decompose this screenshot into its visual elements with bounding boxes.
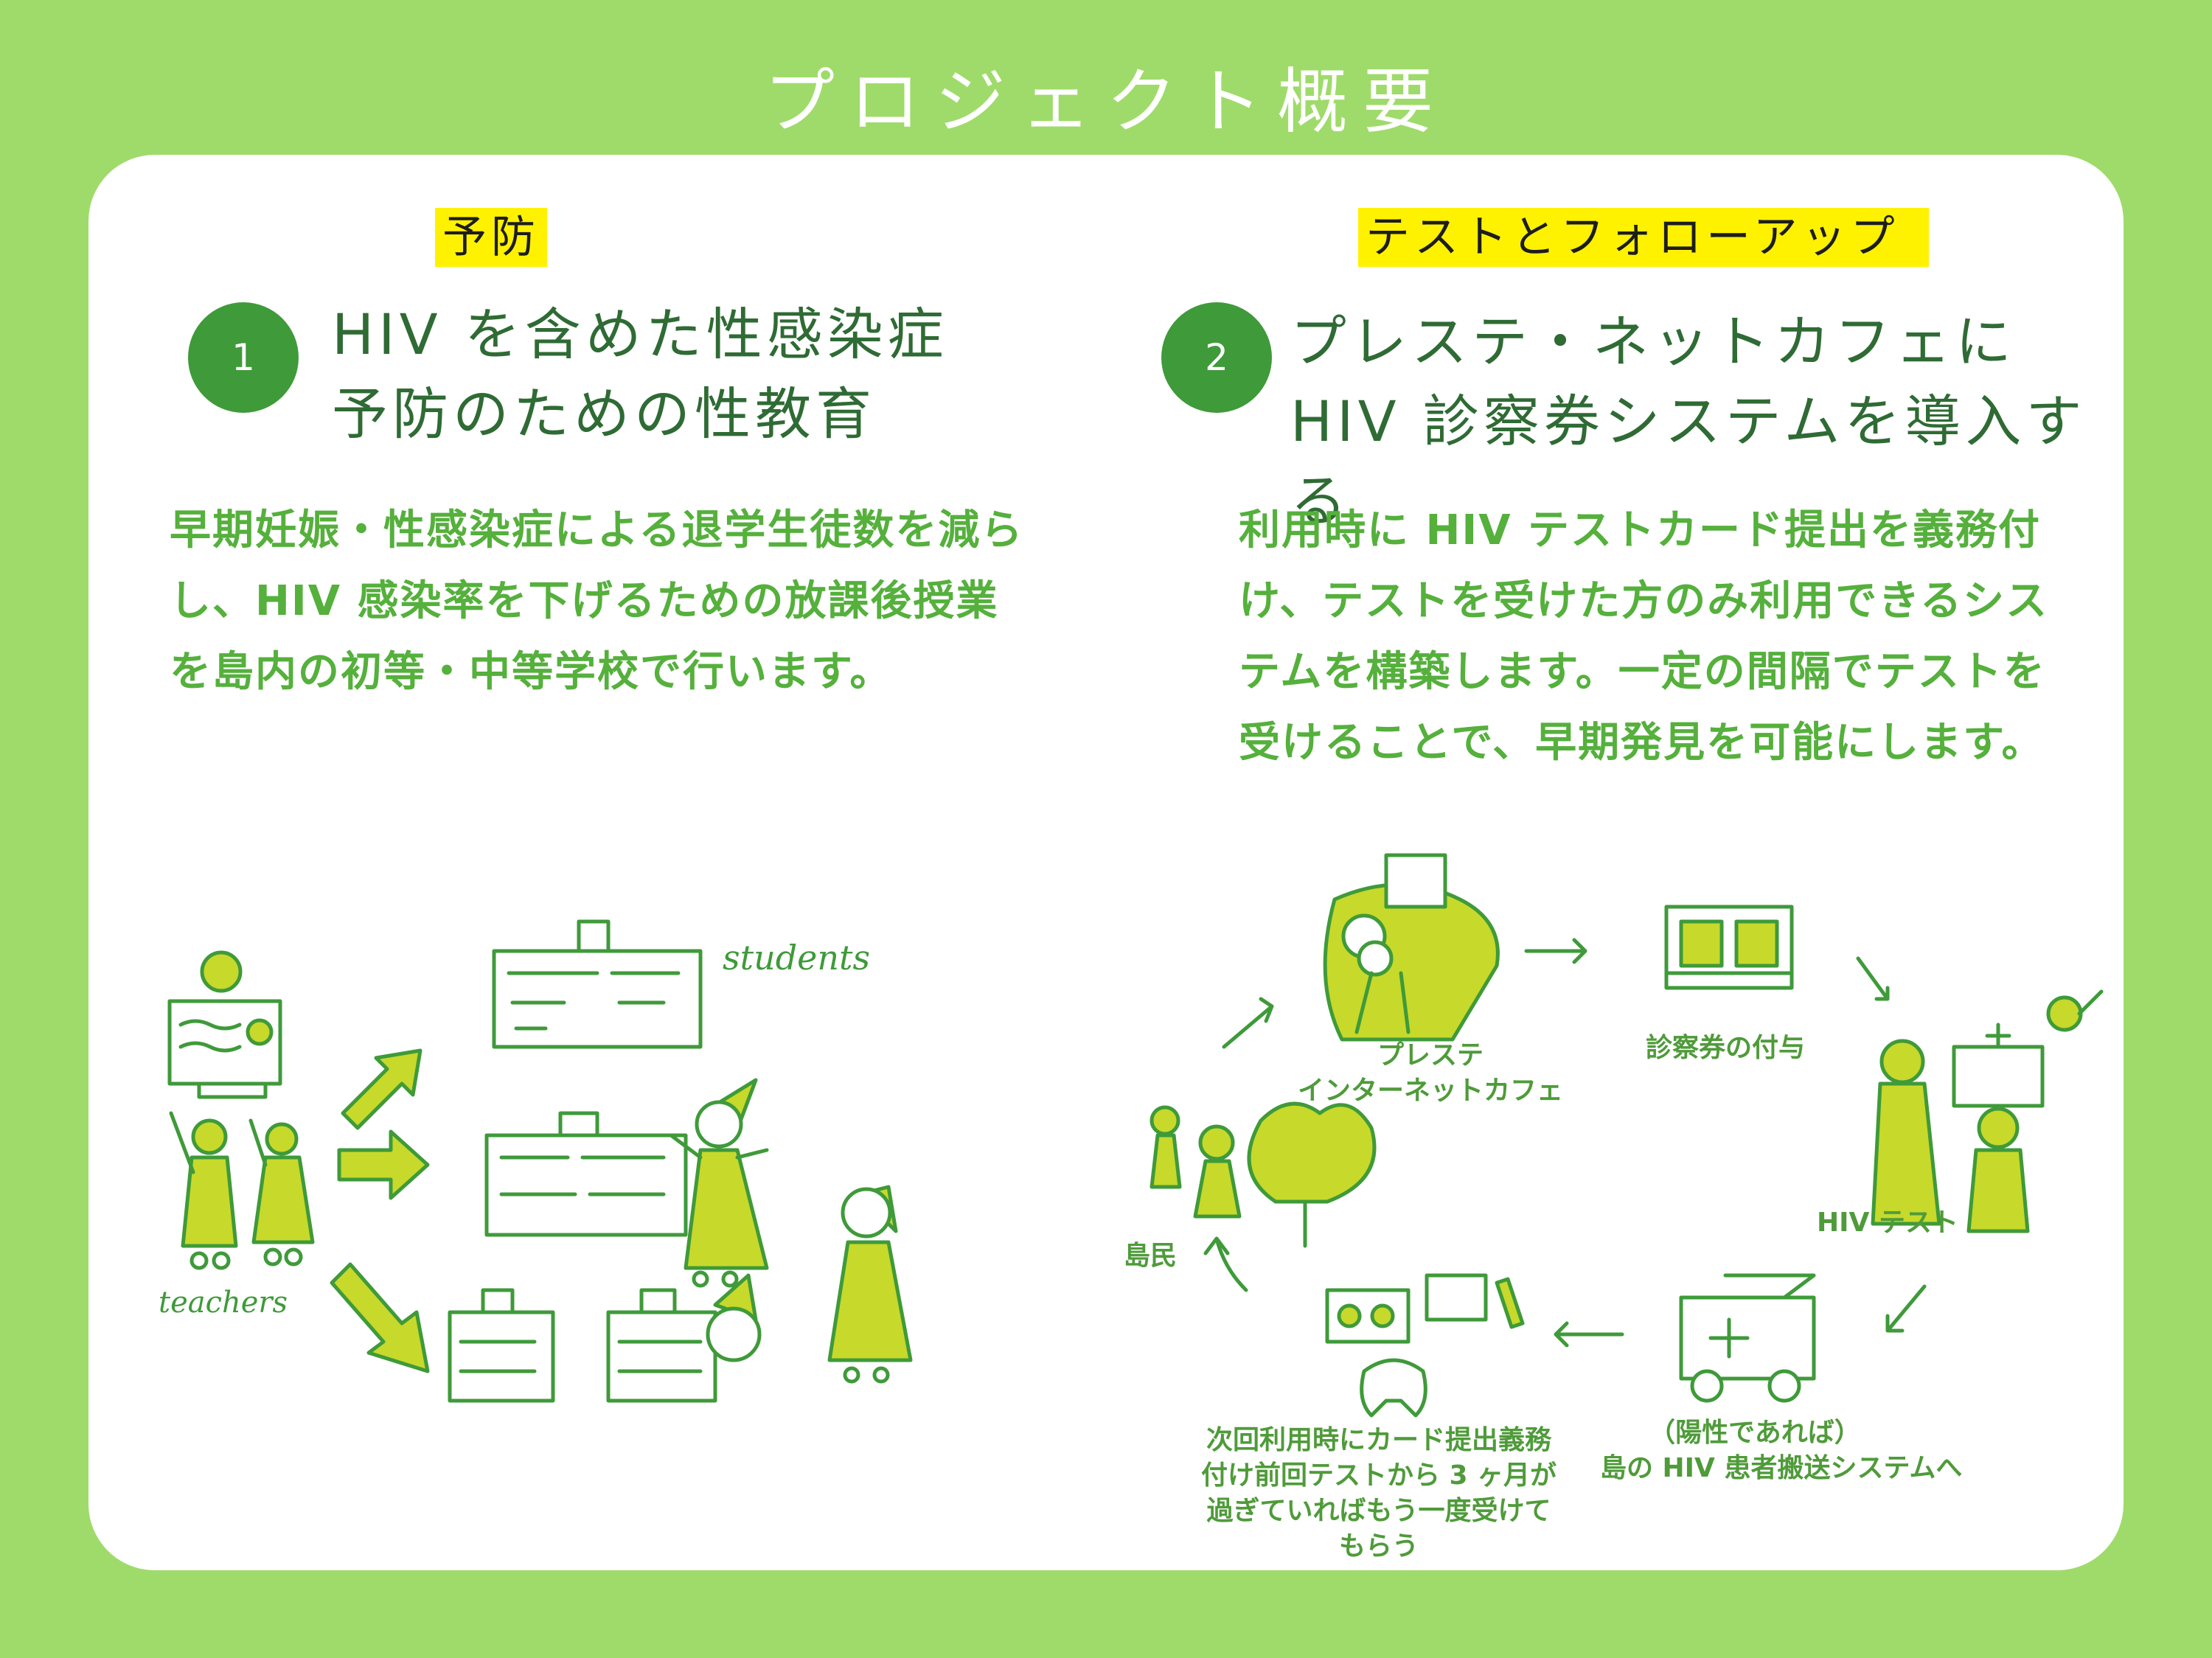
transport-label-line: （陽性であれば）: [1649, 1418, 1861, 1448]
step-2-description-line: け、テストを受けた方のみ利用できるシス: [1239, 577, 2049, 625]
classroom-screen-icon: [167, 950, 282, 1099]
step-1-heading-line: HIV を含めた性感染症: [332, 302, 948, 367]
prevention-tag: 予防: [435, 208, 547, 267]
cafe-label: プレステ インターネットカフェ: [1298, 1038, 1563, 1109]
testing-cycle-illustration: [1150, 853, 2104, 1418]
test-label: HIV テスト: [1806, 1205, 1969, 1241]
islanders-label-line: 島民: [1123, 1241, 1177, 1271]
step-2-heading-line: HIV 診察券システムを導入する: [1290, 389, 2087, 534]
transport-label-line: 島の HIV 患者搬送システムへ: [1600, 1453, 1963, 1483]
school-building-icon: [492, 919, 703, 1049]
step-2-description-line: 利用時に HIV テストカード提出を義務付: [1239, 506, 2042, 554]
cycle-arrow-icon: [1203, 1236, 1248, 1292]
next-visit-label-line: 過ぎていればもう一度受けて: [1206, 1496, 1551, 1526]
teachers-figures: [169, 1111, 315, 1270]
testing-tag: テストとフォローアップ: [1358, 208, 1929, 267]
cycle-arrow-icon: [1222, 997, 1274, 1049]
next-visit-label-line: 次回利用時にカード提出義務: [1206, 1425, 1551, 1455]
islanders-icon: [1150, 1101, 1377, 1248]
card-label: 診察券の付与: [1630, 1031, 1821, 1066]
cycle-arrow-icon: [1856, 956, 1890, 1001]
school-building-icon: [484, 1111, 688, 1237]
arrow-right-icon: [337, 1129, 430, 1200]
game-console-icon: [1325, 1273, 1525, 1418]
students-label: students: [723, 938, 870, 978]
step-1-description-line: 早期妊娠・性感染症による退学生徒数を減ら: [170, 506, 1024, 554]
teachers-label: teachers: [159, 1286, 288, 1320]
step-1-heading: HIV を含めた性感染症 予防のための性教育: [332, 295, 948, 454]
cafe-label-line: インターネットカフェ: [1298, 1076, 1564, 1106]
arrow-up-right-icon: [341, 1048, 422, 1130]
test-label-line: HIV テスト: [1817, 1208, 1958, 1238]
step-1-heading-line: 予防のための性教育: [332, 381, 876, 447]
school-building-icon: [448, 1288, 555, 1403]
cycle-arrow-icon: [1885, 1284, 1927, 1333]
step-2-description: 利用時に HIV テストカード提出を義務付 け、テストを受けた方のみ利用できるシ…: [1239, 495, 2048, 779]
internet-cafe-icon: [1323, 853, 1500, 1042]
transport-label: （陽性であれば） 島の HIV 患者搬送システムへ: [1600, 1415, 1963, 1486]
step-2-heading: プレステ・ネットカフェに HIV 診察券システムを導入する: [1290, 302, 2124, 541]
overview-card: 予防 1 HIV を含めた性感染症 予防のための性教育 早期妊娠・性感染症による…: [88, 155, 2124, 1570]
sex-education-illustration: students teachers: [159, 919, 913, 1403]
step-1-description-line: し、HIV 感染率を下げるための放課後授業: [170, 577, 999, 625]
page-title: プロジェクト概要: [764, 60, 1448, 143]
clinic-card-icon: [1664, 905, 1794, 990]
step-1-description-line: を島内の初等・中等学校で行います。: [170, 648, 893, 696]
next-visit-label: 次回利用時にカード提出義務 付け前回テストから 3 ヶ月が 過ぎていればもう一度…: [1194, 1423, 1563, 1564]
step-2-description-line: テムを構築します。一定の間隔でテストを: [1239, 648, 2046, 696]
cycle-arrow-icon: [1524, 938, 1587, 964]
islanders-label: 島民: [1106, 1239, 1194, 1274]
step-1-description: 早期妊娠・性感染症による退学生徒数を減ら し、HIV 感染率を下げるための放課後…: [170, 495, 1023, 708]
cafe-label-line: プレステ: [1377, 1040, 1484, 1070]
cycle-arrow-icon: [1554, 1321, 1624, 1348]
step-2-badge: 2: [1161, 302, 1272, 413]
arrow-down-right-icon: [330, 1262, 430, 1373]
next-visit-label-line: もらう: [1338, 1531, 1419, 1561]
ambulance-icon: [1679, 1273, 1816, 1403]
step-2-heading-line: プレステ・ネットカフェに: [1290, 309, 2016, 375]
students-figures: [669, 1078, 913, 1384]
hiv-test-icon: [1871, 989, 2104, 1233]
card-label-line: 診察券の付与: [1645, 1033, 1805, 1063]
school-building-icon: [606, 1288, 717, 1403]
step-1-badge: 1: [188, 302, 299, 413]
step-2-description-line: 受けることで、早期発見を可能にします。: [1239, 719, 2045, 767]
next-visit-label-line: 付け前回テストから 3 ヶ月が: [1200, 1460, 1557, 1491]
